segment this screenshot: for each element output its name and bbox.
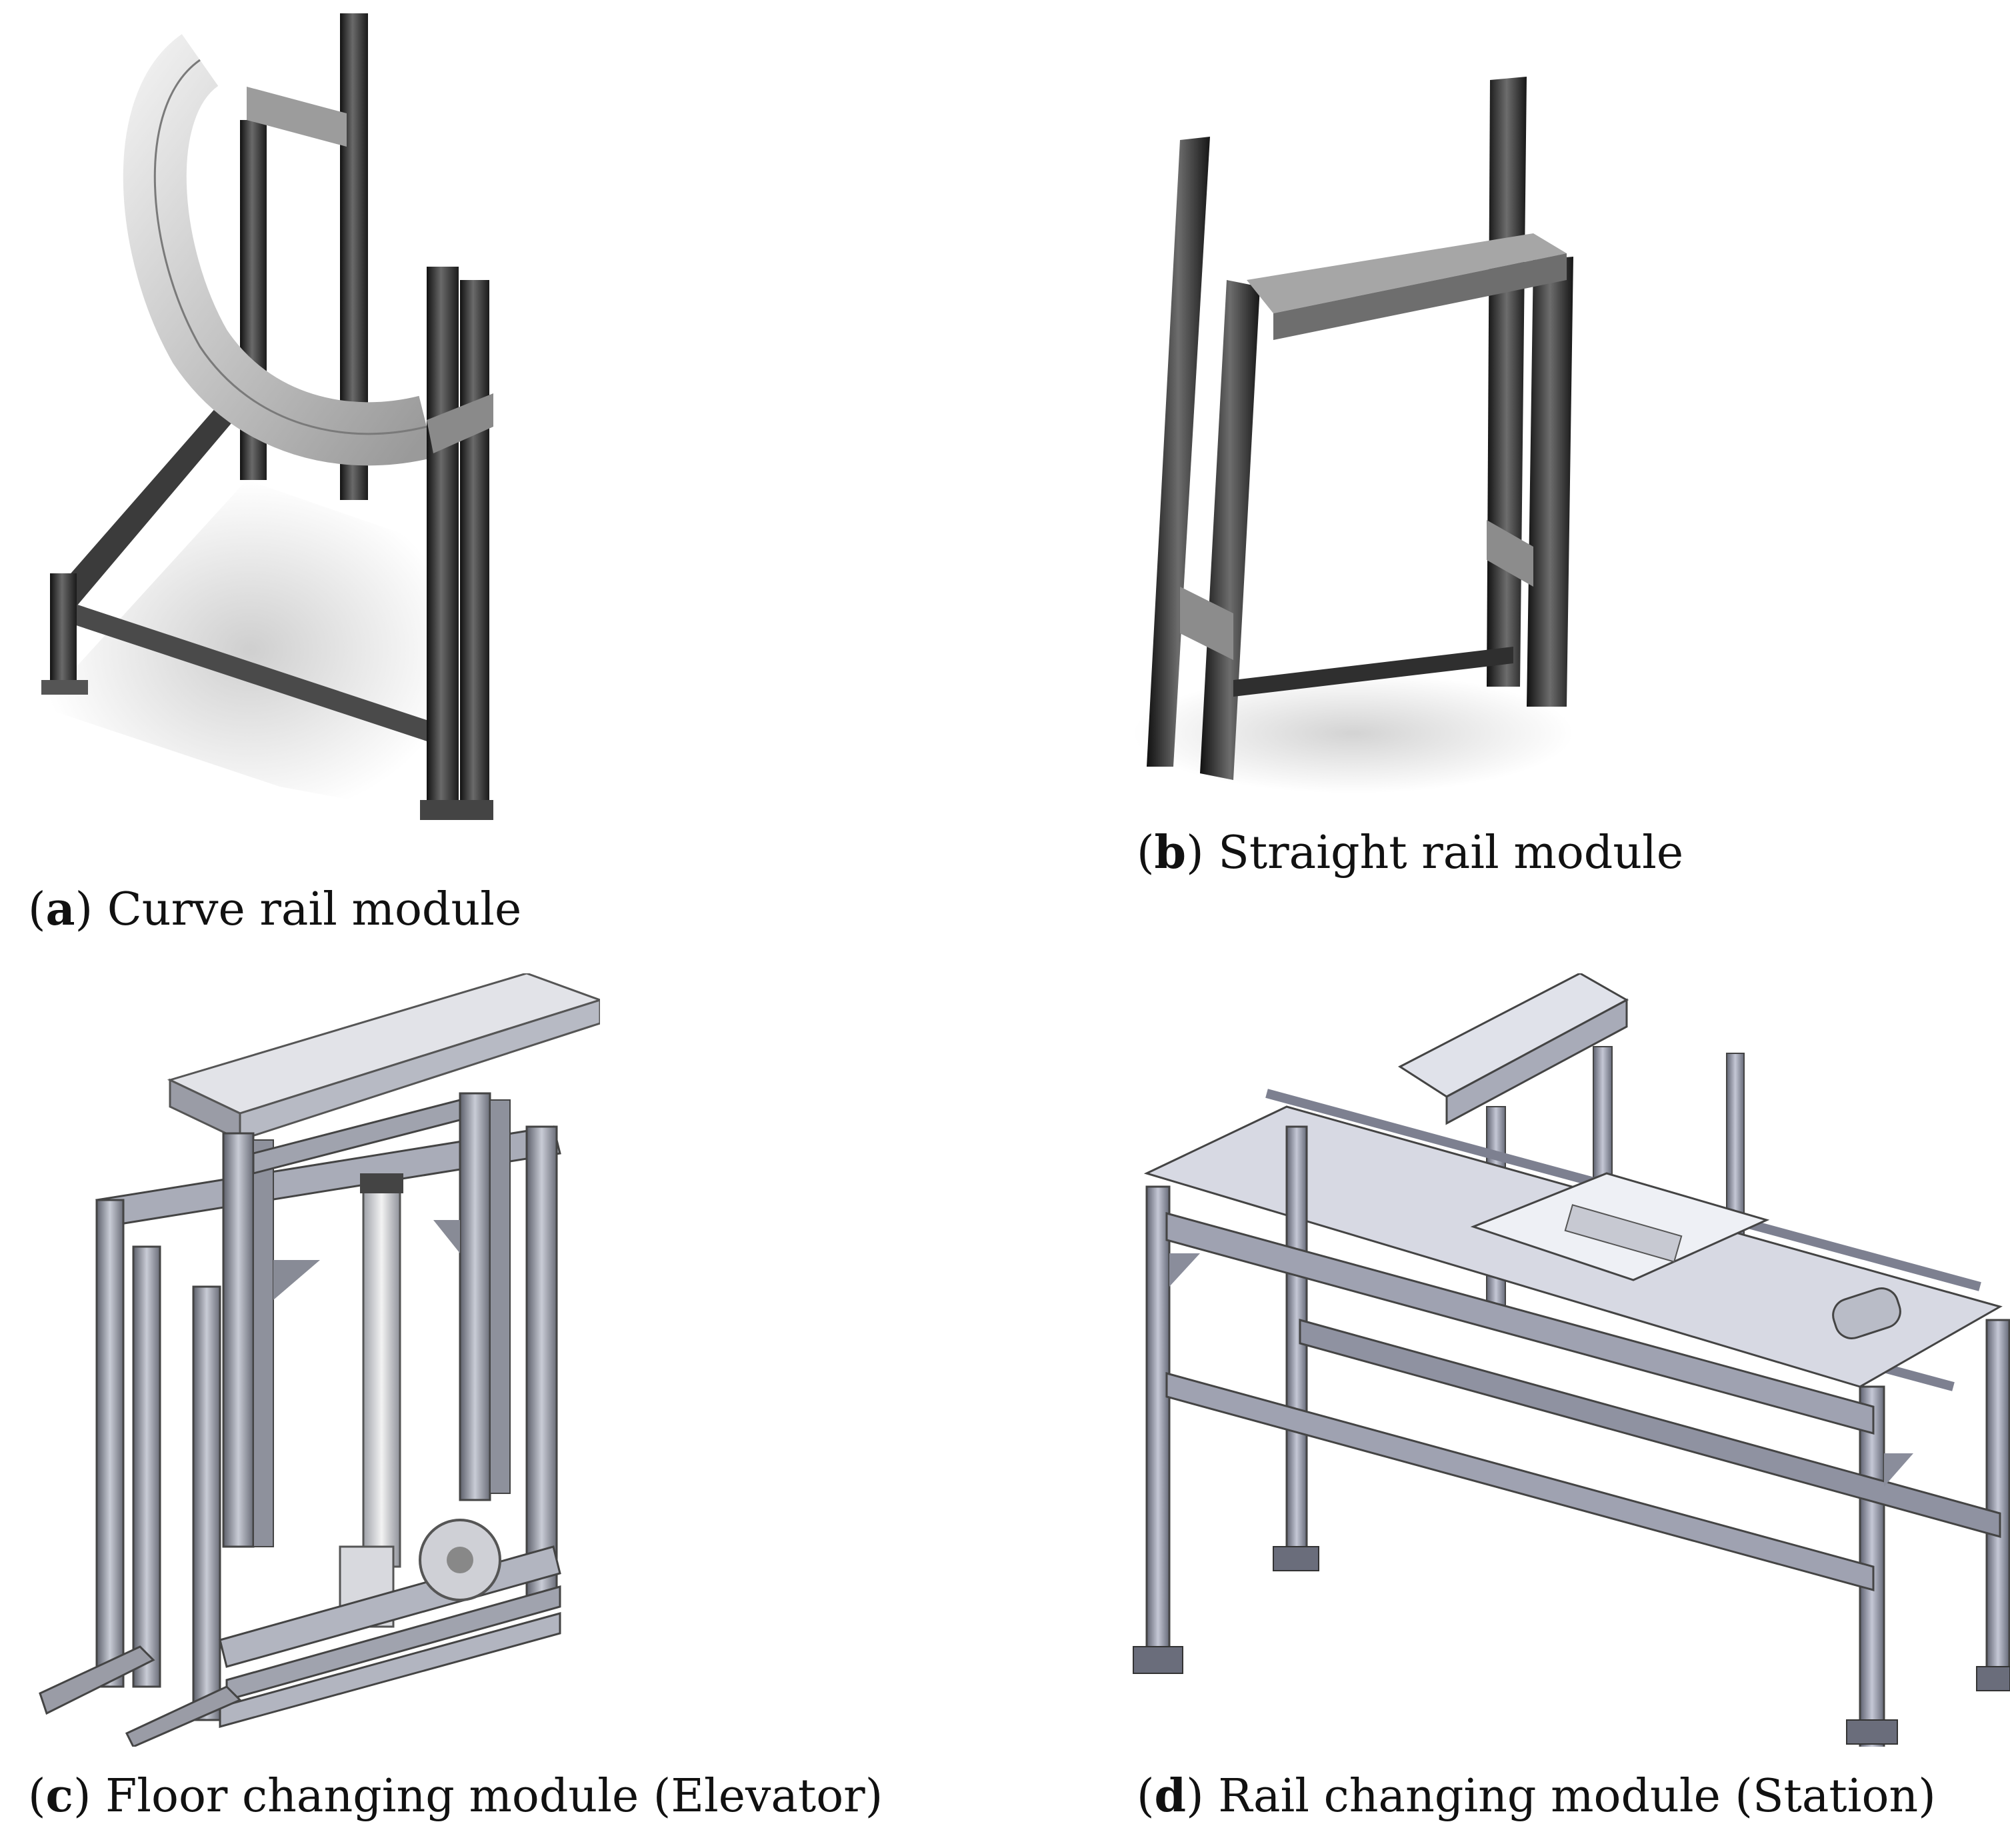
panel-a: (a) Curve rail module <box>0 0 1000 973</box>
curve-rail-module-render <box>40 13 493 820</box>
panel-b: (b) Straight rail module <box>1100 0 2010 973</box>
panel-c: (c) Floor changing module (Elevator) <box>0 973 1000 1848</box>
panel-d-caption-text: Rail changing module (Station) <box>1218 1770 1936 1823</box>
panel-b-caption-text: Straight rail module <box>1218 827 1684 879</box>
panel-b-caption: (b) Straight rail module <box>1137 826 1684 879</box>
panel-d-caption: (d) Rail changing module (Station) <box>1137 1769 1936 1823</box>
panel-a-caption-text: Curve rail module <box>107 883 522 936</box>
panel-c-caption: (c) Floor changing module (Elevator) <box>28 1769 883 1823</box>
station-module-render <box>1133 973 2010 1747</box>
elevator-module-render <box>39 973 600 1747</box>
panel-a-caption: (a) Curve rail module <box>28 883 522 936</box>
panel-d: (d) Rail changing module (Station) <box>1100 973 2010 1848</box>
straight-rail-module-render <box>1133 77 1573 793</box>
panel-c-caption-text: Floor changing module (Elevator) <box>105 1770 883 1823</box>
panel-c-letter: c <box>45 1769 73 1823</box>
panel-d-letter: d <box>1154 1769 1187 1823</box>
panel-a-letter: a <box>45 883 75 936</box>
panel-b-letter: b <box>1154 826 1187 879</box>
